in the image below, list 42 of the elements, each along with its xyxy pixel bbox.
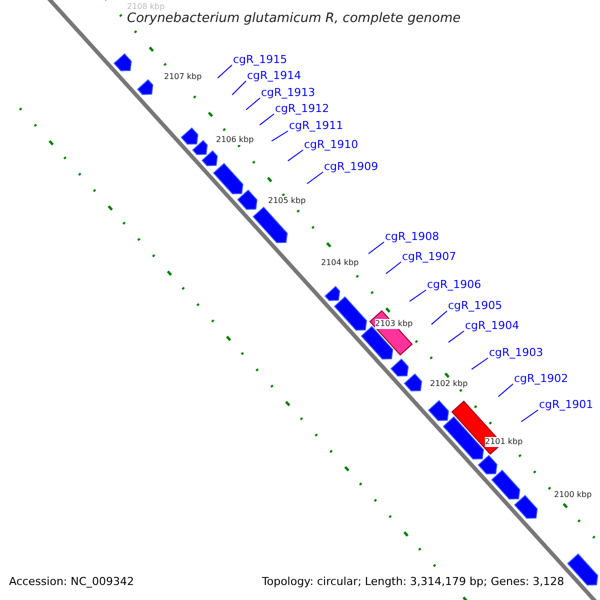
leader-line <box>217 64 232 79</box>
leader-line <box>471 358 488 370</box>
scale-label: 2106 kbp <box>216 135 254 145</box>
gene-label: cgR_1906 <box>427 278 482 291</box>
gene-label: cgR_1912 <box>275 102 330 115</box>
gene-label: cgR_1915 <box>233 53 288 66</box>
leader-line <box>259 114 274 126</box>
gene-label: cgR_1907 <box>402 250 456 263</box>
gene-label: cgR_1910 <box>304 138 358 151</box>
leader-line <box>520 410 538 422</box>
gene-label: cgR_1905 <box>448 299 502 312</box>
scale-label: 2108 kbp <box>127 2 165 12</box>
gene-label: cgR_1908 <box>385 230 440 243</box>
scale-label: 2107 kbp <box>164 72 202 82</box>
gene-label: cgR_1902 <box>514 372 568 385</box>
leader-line <box>448 330 464 343</box>
scale-label: 2101 kbp <box>485 437 523 447</box>
scale-label: 2102 kbp <box>430 379 468 389</box>
title: Corynebacterium glutamicum R, complete genome <box>127 11 461 26</box>
gene-label: cgR_1911 <box>289 119 344 132</box>
leader-line <box>271 130 288 142</box>
leader-line <box>409 290 426 302</box>
gene-label: cgR_1901 <box>539 398 594 411</box>
leader-line <box>385 262 402 274</box>
leader-line <box>287 150 304 162</box>
scale-label: 2103 kbp <box>375 319 413 329</box>
leader-line <box>306 172 324 184</box>
leader-line <box>498 384 514 398</box>
gene-label: cgR_1904 <box>465 319 520 332</box>
leader-line <box>246 98 260 110</box>
footer-text: Accession: NC_009342 <box>9 575 134 589</box>
scale-label: 2104 kbp <box>321 258 359 268</box>
footer-text: Topology: circular; Length: 3,314,179 bp; Genes: 3,128 <box>262 575 564 589</box>
leader-line <box>368 242 384 254</box>
leader-line <box>430 310 448 325</box>
gene-label: cgR_1903 <box>489 346 544 359</box>
leader-line <box>232 80 246 96</box>
scale-label: 2100 kbp <box>554 490 592 500</box>
gene-label: cgR_1909 <box>324 160 378 173</box>
gene-label: cgR_1913 <box>261 86 316 99</box>
scale-label: 2105 kbp <box>268 196 306 206</box>
gene-label: cgR_1914 <box>247 69 302 82</box>
